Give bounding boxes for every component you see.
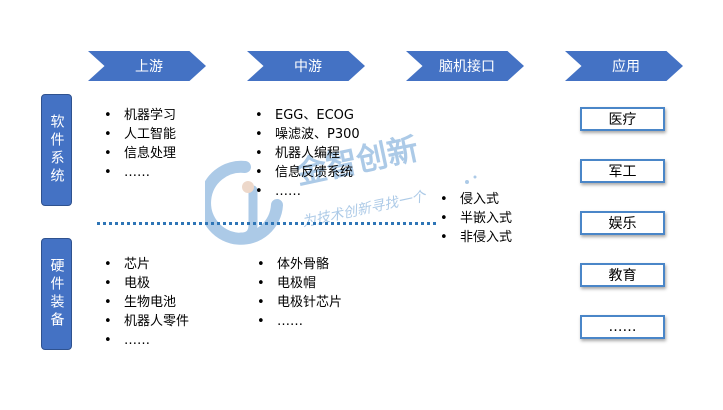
section-label-hardware: 硬件装备	[41, 238, 72, 350]
section-divider	[97, 222, 436, 225]
list-item: ……	[104, 331, 189, 350]
list-item: 电极	[104, 274, 189, 293]
stage-chevron-upstream: 上游	[88, 51, 206, 81]
list-item: ……	[257, 312, 342, 331]
watermark-icon	[199, 160, 477, 245]
list-item: 机器人编程	[255, 144, 360, 163]
upstream-hardware-list: 芯片 电极 生物电池 机器人零件 ……	[104, 255, 189, 350]
stage-chevron-bci: 脑机接口	[406, 51, 524, 81]
stage-chevron-application: 应用	[565, 51, 683, 81]
list-item: 机器人零件	[104, 312, 189, 331]
list-item: 噪滤波、P300	[255, 125, 360, 144]
list-item: 非侵入式	[440, 228, 512, 247]
section-label-software: 软件系统	[41, 94, 72, 206]
application-box-entertainment: 娱乐	[580, 211, 665, 235]
list-item: 体外骨骼	[257, 255, 342, 274]
list-item: 人工智能	[104, 125, 176, 144]
midstream-software-list: EGG、ECOG 噪滤波、P300 机器人编程 信息反馈系统 ……	[255, 106, 360, 201]
interface-types-list: 侵入式 半嵌入式 非侵入式	[440, 190, 512, 247]
upstream-software-list: 机器学习 人工智能 信息处理 ……	[104, 106, 176, 182]
list-item: EGG、ECOG	[255, 106, 360, 125]
stage-chevron-midstream: 中游	[247, 51, 365, 81]
list-item: 电极帽	[257, 274, 342, 293]
list-item: 半嵌入式	[440, 209, 512, 228]
list-item: ……	[104, 163, 176, 182]
application-box-education: 教育	[580, 263, 665, 287]
list-item: 信息处理	[104, 144, 176, 163]
list-item: 生物电池	[104, 293, 189, 312]
application-box-medical: 医疗	[580, 107, 665, 131]
list-item: ……	[255, 182, 360, 201]
list-item: 侵入式	[440, 190, 512, 209]
list-item: 电极针芯片	[257, 293, 342, 312]
application-box-military: 军工	[580, 159, 665, 183]
list-item: 机器学习	[104, 106, 176, 125]
application-box-more: ……	[580, 315, 665, 339]
list-item: 信息反馈系统	[255, 163, 360, 182]
watermark-logo: 金智创新 为技术创新寻找一个	[199, 131, 485, 259]
list-item: 芯片	[104, 255, 189, 274]
midstream-hardware-list: 体外骨骼 电极帽 电极针芯片 ……	[257, 255, 342, 331]
